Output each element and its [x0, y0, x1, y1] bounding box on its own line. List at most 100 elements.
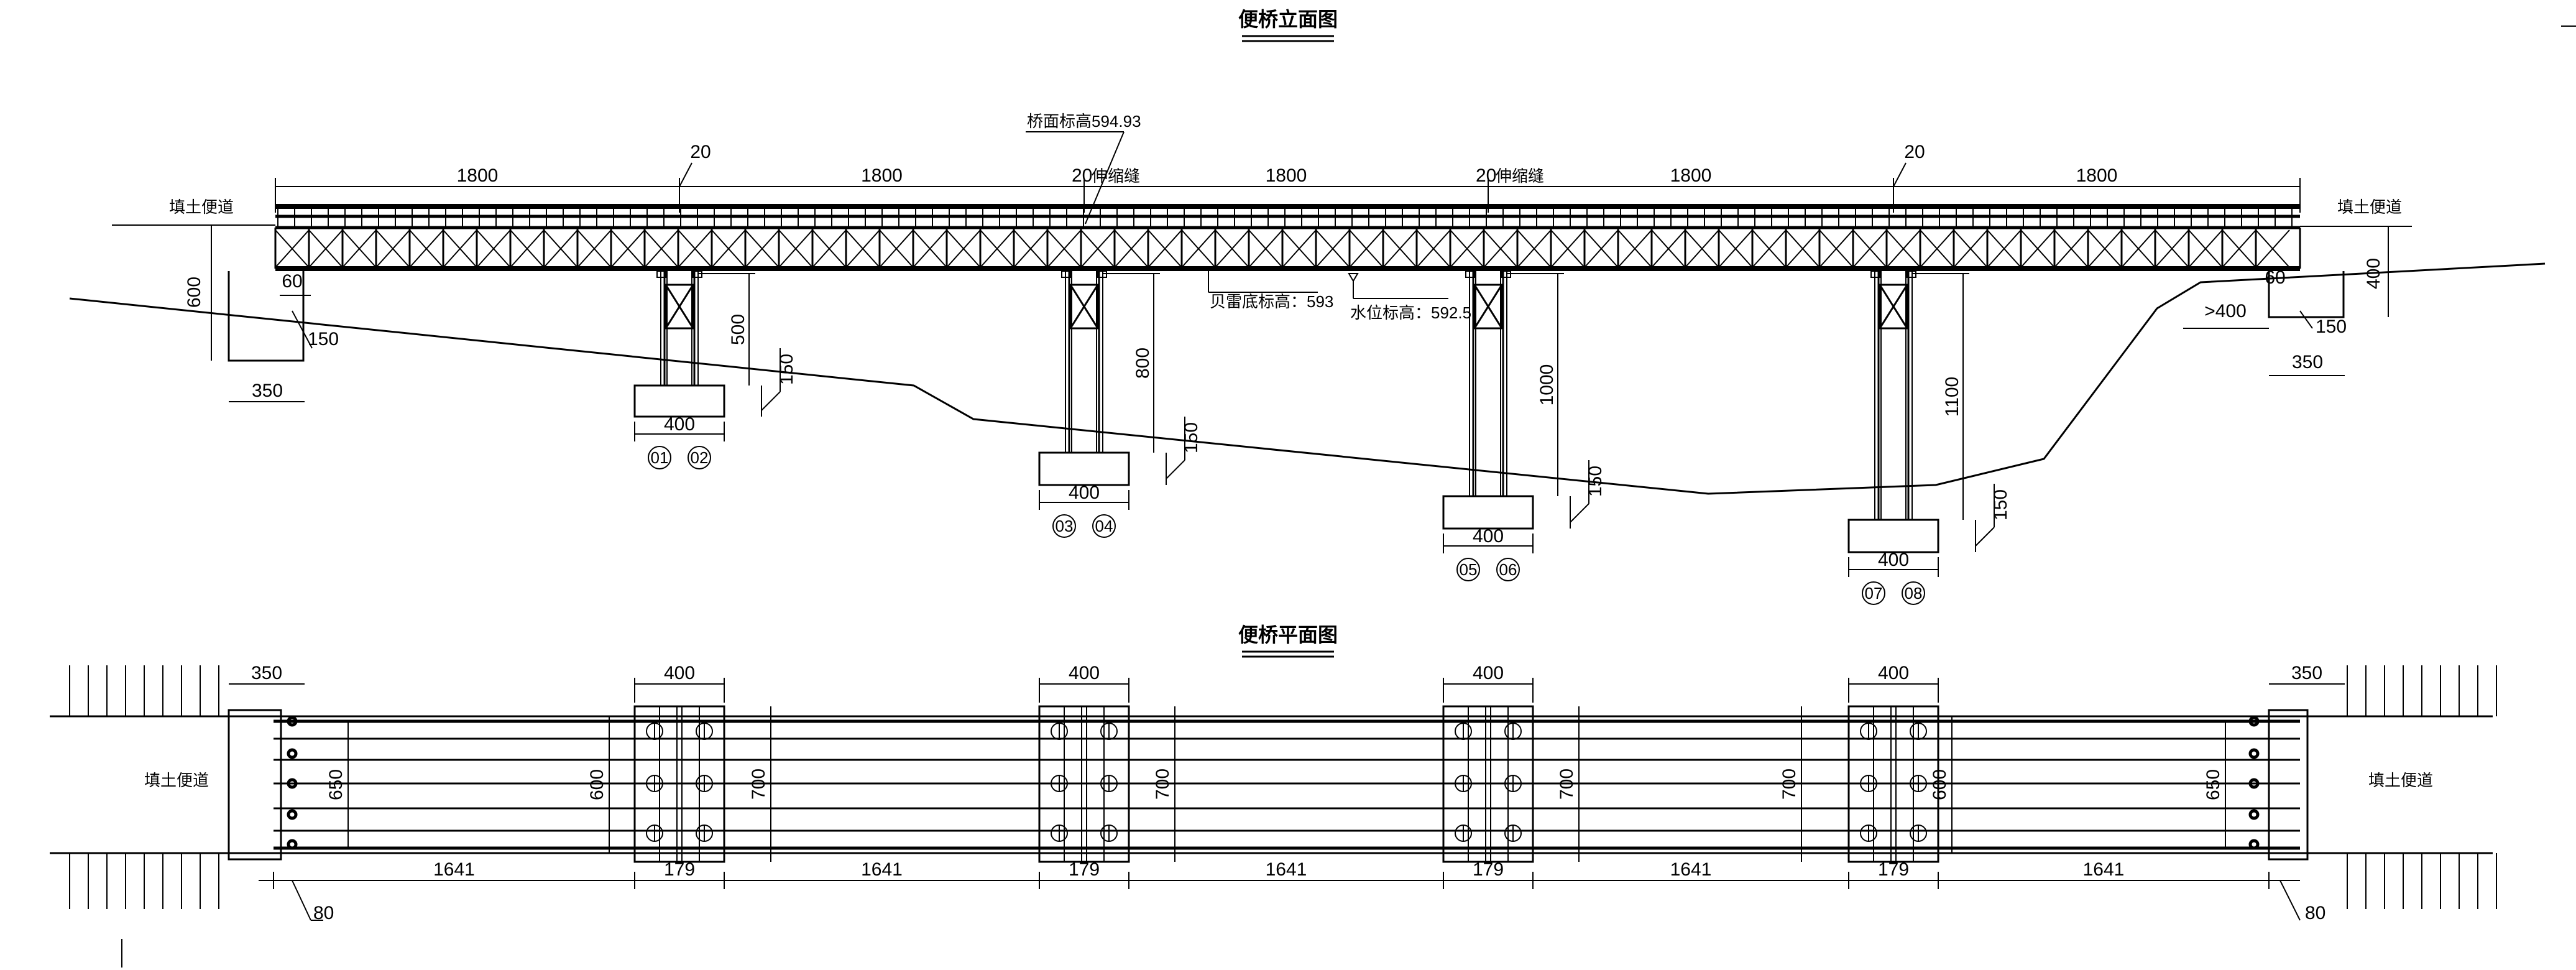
- pile-id-badge: [1862, 581, 1885, 605]
- svg-text:60: 60: [282, 271, 302, 292]
- footing-width-label: 400: [1069, 483, 1100, 503]
- plan-span-label: 1641: [2083, 859, 2125, 880]
- deck-elevation-label: 桥面标高594.93: [1026, 112, 1141, 224]
- svg-text:700: 700: [748, 769, 769, 800]
- plan-fill-road-right: 填土便道: [2368, 771, 2433, 790]
- pile-id-label: 07: [1865, 584, 1883, 603]
- plan-pier-cap: [1847, 705, 1939, 863]
- footing-height-label: 150: [1990, 489, 2011, 520]
- expansion-joint-label: 伸缩缝: [1092, 167, 1140, 185]
- pile-id-label: 06: [1499, 560, 1517, 579]
- plan-edge-offset-label: 80: [313, 903, 334, 923]
- pile-id-badge: [1456, 558, 1480, 581]
- pier: 400 01 02 500 150: [633, 270, 797, 469]
- span-length-label: 1800: [1670, 165, 1712, 186]
- plan-view: 400 400 400 400 350 350 1641 1641 1641 1641 1641 17…: [50, 663, 2497, 923]
- svg-text:150: 150: [308, 329, 339, 349]
- span-length-label: 1800: [861, 165, 903, 186]
- left-abutment: 填土便道 600 60 150 350: [112, 198, 339, 402]
- span-length-label: 1800: [1266, 165, 1307, 186]
- ground-line: [69, 262, 2546, 495]
- plan-pier-width-label: 400: [1473, 663, 1504, 683]
- plan-title: 便桥平面图: [1238, 624, 1338, 658]
- bailey-truss: [274, 204, 2301, 271]
- gap-label: 20: [1904, 142, 1925, 162]
- plan-span-label: 1641: [1670, 859, 1712, 880]
- svg-text:便桥立面图: 便桥立面图: [1238, 8, 1338, 30]
- expansion-joint-label: 伸缩缝: [1496, 167, 1544, 185]
- pile-id-label: 05: [1460, 560, 1478, 579]
- plan-pier-gap-label: 179: [664, 859, 695, 880]
- pile-id-label: 01: [651, 448, 669, 467]
- svg-text:700: 700: [1779, 769, 1800, 800]
- pile-id-label: 08: [1905, 584, 1923, 603]
- svg-text:700: 700: [1152, 769, 1173, 800]
- span-length-label: 1800: [457, 165, 499, 186]
- svg-text:>400: >400: [2204, 301, 2247, 321]
- gap-label: 20: [1072, 165, 1092, 186]
- pile-id-label: 02: [691, 448, 709, 467]
- water-level-label: 水位标高：592.5: [1348, 273, 1471, 322]
- svg-text:便桥平面图: 便桥平面图: [1238, 624, 1338, 646]
- footing-width-label: 400: [664, 414, 695, 435]
- pile-id-badge: [1052, 514, 1076, 538]
- svg-text:桥面标高594.93: 桥面标高594.93: [1027, 112, 1141, 131]
- svg-text:150: 150: [2316, 316, 2347, 337]
- plan-edge-offset-label: 80: [2305, 903, 2325, 923]
- pile-id-label: 03: [1056, 517, 1074, 535]
- pier: 400 07 08 1100 150: [1847, 270, 2011, 605]
- svg-text:填土便道: 填土便道: [2368, 771, 2433, 790]
- span-length-label: 1800: [2076, 165, 2118, 186]
- elevation-title: 便桥立面图: [1238, 8, 1338, 42]
- plan-pier-width-label: 400: [1878, 663, 1909, 683]
- pile-id-label: 04: [1095, 517, 1113, 535]
- footing-height-label: 150: [776, 354, 797, 385]
- gap-label: 20: [690, 142, 711, 162]
- svg-text:填土便道: 填土便道: [169, 198, 234, 216]
- footing-width-label: 400: [1878, 550, 1909, 570]
- plan-pier-gap-label: 179: [1473, 859, 1504, 880]
- svg-text:600: 600: [1930, 769, 1950, 800]
- plan-pier-cap: [1442, 705, 1534, 863]
- svg-text:填土便道: 填土便道: [2337, 198, 2402, 216]
- svg-text:350: 350: [2292, 352, 2323, 372]
- pile-id-badge: [1902, 581, 1925, 605]
- plan-span-label: 1641: [861, 859, 903, 880]
- plan-fill-road-left: 填土便道: [144, 771, 209, 790]
- svg-text:600: 600: [587, 769, 607, 800]
- pile-id-badge: [1092, 514, 1116, 538]
- beam-bottom-label: 贝雷底标高：593: [1208, 271, 1333, 311]
- right-abutment: 填土便道 400 60 150 >400 350: [2183, 198, 2412, 376]
- svg-text:650: 650: [2203, 769, 2224, 800]
- plan-pier-width-label: 400: [664, 663, 695, 683]
- pier-height-label: 800: [1133, 348, 1153, 379]
- plan-abutment-width-label: 350: [2291, 663, 2322, 683]
- svg-text:650: 650: [326, 769, 346, 800]
- plan-pier-gap-label: 179: [1069, 859, 1100, 880]
- pile-id-badge: [648, 446, 671, 469]
- pier-height-label: 500: [728, 314, 748, 345]
- pier-height-label: 1000: [1537, 364, 1557, 406]
- plan-pier-cap: [1038, 705, 1130, 863]
- pile-id-badge: [688, 446, 711, 469]
- pier-height-label: 1100: [1942, 377, 1962, 417]
- svg-text:水位标高：592.5: 水位标高：592.5: [1350, 303, 1471, 322]
- svg-text:贝雷底标高：593: 贝雷底标高：593: [1210, 292, 1333, 311]
- svg-text:600: 600: [184, 277, 205, 308]
- plan-pier-cap: [633, 705, 725, 863]
- plan-span-label: 1641: [1266, 859, 1307, 880]
- svg-text:700: 700: [1557, 769, 1577, 800]
- footing-width-label: 400: [1473, 526, 1504, 547]
- plan-pier-gap-label: 179: [1878, 859, 1909, 880]
- plan-span-label: 1641: [433, 859, 475, 880]
- plan-abutment-width-label: 350: [251, 663, 282, 683]
- svg-text:350: 350: [252, 381, 283, 401]
- svg-text:填土便道: 填土便道: [144, 771, 209, 790]
- gap-label: 20: [1476, 165, 1496, 186]
- pile-id-badge: [1496, 558, 1520, 581]
- plan-pier-width-label: 400: [1069, 663, 1100, 683]
